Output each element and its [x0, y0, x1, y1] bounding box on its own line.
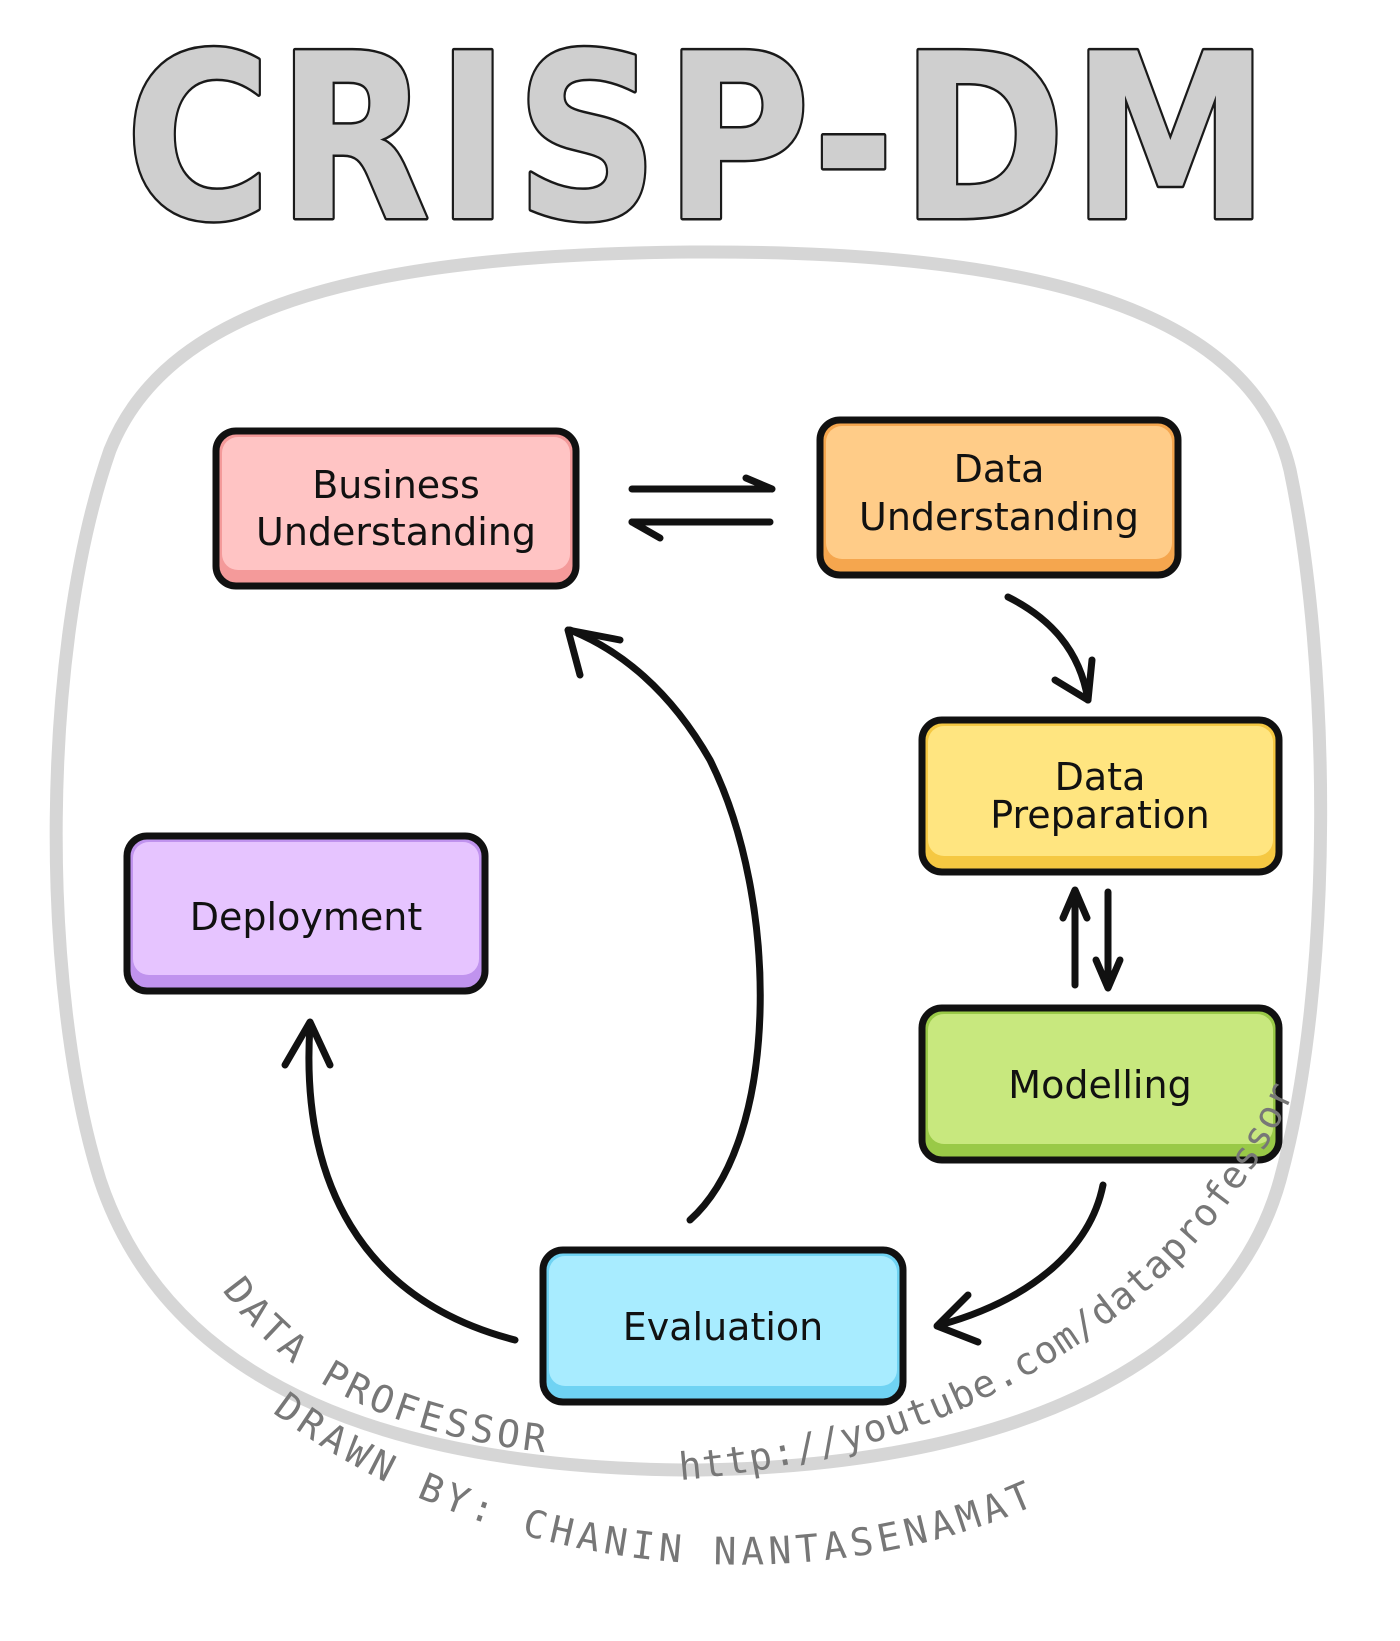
data-understanding-line1: Data: [954, 447, 1045, 491]
node-deployment: Deployment: [123, 832, 489, 995]
data-understanding-line2: Understanding: [859, 495, 1139, 539]
arrow-evaluation-to-business: [564, 626, 764, 1224]
node-modelling: Modelling: [918, 1004, 1283, 1164]
arrow-business-to-data-understanding: [628, 474, 776, 493]
arrow-modelling-to-preparation: [1059, 886, 1091, 989]
business-understanding-line2: Understanding: [256, 510, 536, 554]
deployment-label: Deployment: [190, 895, 422, 939]
node-data-understanding: Data Understanding: [816, 416, 1182, 579]
modelling-label: Modelling: [1008, 1063, 1191, 1107]
cycle-ring: [49, 245, 1328, 1477]
node-data-preparation: Data Preparation: [918, 716, 1283, 876]
arrow-modelling-to-evaluation: [933, 1181, 1107, 1346]
arrow-data-understanding-to-preparation: [1004, 593, 1096, 704]
business-understanding-line1: Business: [312, 463, 480, 507]
data-preparation-line2: Preparation: [990, 793, 1210, 837]
arrow-evaluation-to-deployment: [281, 1018, 519, 1344]
data-preparation-line1: Data: [1055, 755, 1146, 799]
evaluation-label: Evaluation: [623, 1305, 824, 1349]
diagram-title: CRISP-DM: [125, 6, 1275, 273]
arrow-data-understanding-to-business: [628, 518, 774, 542]
node-evaluation: Evaluation: [539, 1246, 907, 1406]
arrow-preparation-to-modelling: [1092, 888, 1124, 992]
node-business-understanding: Business Understanding: [212, 427, 580, 590]
